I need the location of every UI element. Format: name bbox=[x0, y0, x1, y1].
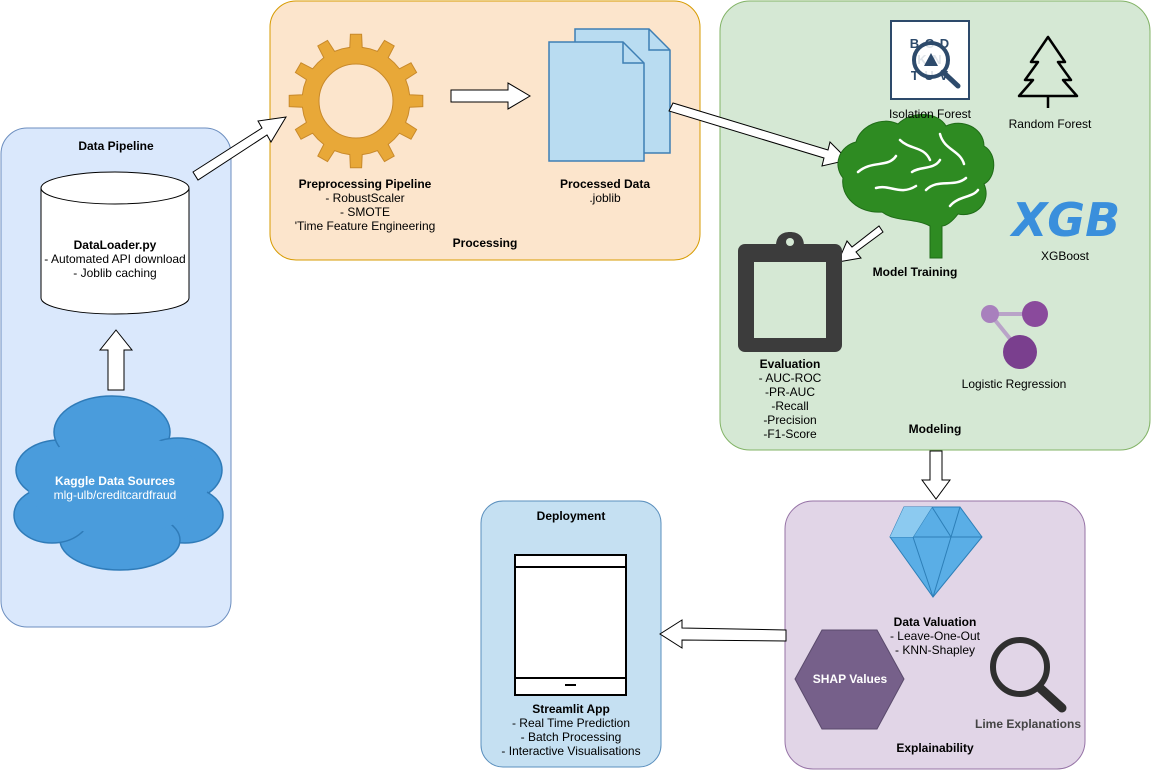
database-icon bbox=[40, 171, 190, 315]
streamlit-app-title: Streamlit App bbox=[532, 702, 610, 716]
isolation-forest-icon: B C D K N T U V bbox=[890, 20, 970, 100]
data-valuation-line-1: - Leave-One-Out bbox=[889, 629, 981, 643]
processing-title: Processing bbox=[452, 236, 518, 250]
brain-icon bbox=[837, 114, 995, 259]
arrow-processed-to-training bbox=[668, 102, 849, 167]
arrow-training-to-evaluation bbox=[837, 225, 884, 263]
processed-data-ext: .joblib bbox=[589, 191, 621, 205]
xgboost-label: XGBoost bbox=[1040, 249, 1090, 263]
tree-icon bbox=[1017, 35, 1079, 108]
preprocessing-line-2: - SMOTE bbox=[340, 205, 390, 219]
document-stack-icon bbox=[548, 28, 671, 162]
modeling-title: Modeling bbox=[908, 422, 962, 436]
shap-hexagon bbox=[794, 629, 905, 730]
logistic-regression-icon bbox=[981, 301, 1048, 369]
evaluation-line-3: -Recall bbox=[771, 399, 809, 413]
shap-values-label: SHAP Values bbox=[812, 672, 888, 686]
evaluation-title: Evaluation bbox=[759, 357, 821, 371]
arrow-modeling-to-explainability bbox=[921, 450, 951, 500]
processed-data-title: Processed Data bbox=[559, 177, 651, 191]
deployment-title: Deployment bbox=[536, 509, 606, 523]
clipboard-icon bbox=[738, 232, 842, 352]
preprocessing-title: Preprocessing Pipeline bbox=[298, 177, 432, 191]
data-valuation-line-2: - KNN-Shapley bbox=[894, 643, 976, 657]
dataloader-line-2: - Joblib caching bbox=[73, 266, 157, 280]
gear-icon bbox=[288, 33, 424, 169]
tablet-icon bbox=[514, 554, 627, 696]
model-training-label: Model Training bbox=[872, 265, 958, 279]
arrow-loader-to-processing bbox=[192, 116, 287, 181]
dataloader-title: DataLoader.py bbox=[73, 238, 157, 252]
arrow-pre-to-processed bbox=[450, 82, 531, 110]
arrow-explainability-to-deployment bbox=[659, 619, 787, 649]
dataloader-line-1: - Automated API download bbox=[44, 252, 186, 266]
arrow-source-to-loader bbox=[98, 329, 134, 391]
logistic-regression-label: Logistic Regression bbox=[961, 377, 1067, 391]
cloud-icon bbox=[13, 395, 224, 571]
kaggle-source-name: mlg-ulb/creditcardfraud bbox=[53, 488, 177, 502]
random-forest-label: Random Forest bbox=[1008, 117, 1092, 131]
kaggle-source-title: Kaggle Data Sources bbox=[54, 474, 176, 488]
preprocessing-line-1: - RobustScaler bbox=[325, 191, 405, 205]
explainability-title: Explainability bbox=[896, 741, 974, 755]
evaluation-line-4: -Precision bbox=[763, 413, 817, 427]
streamlit-line-2: - Batch Processing bbox=[520, 730, 622, 744]
evaluation-line-1: - AUC-ROC bbox=[758, 371, 822, 385]
magnifier-icon bbox=[990, 637, 1067, 713]
diamond-icon bbox=[889, 506, 983, 598]
evaluation-line-2: -PR-AUC bbox=[765, 385, 815, 399]
streamlit-line-1: - Real Time Prediction bbox=[511, 716, 631, 730]
preprocessing-line-3: 'Time Feature Engineering bbox=[294, 219, 436, 233]
data-pipeline-title: Data Pipeline bbox=[78, 139, 154, 153]
data-valuation-title: Data Valuation bbox=[893, 615, 977, 629]
streamlit-line-3: - Interactive Visualisations bbox=[501, 744, 641, 758]
lime-explanations-label: Lime Explanations bbox=[974, 717, 1082, 731]
xgb-logo: XGB bbox=[1009, 193, 1120, 247]
evaluation-line-5: -F1-Score bbox=[763, 427, 817, 441]
isolation-forest-label: Isolation Forest bbox=[888, 107, 972, 121]
